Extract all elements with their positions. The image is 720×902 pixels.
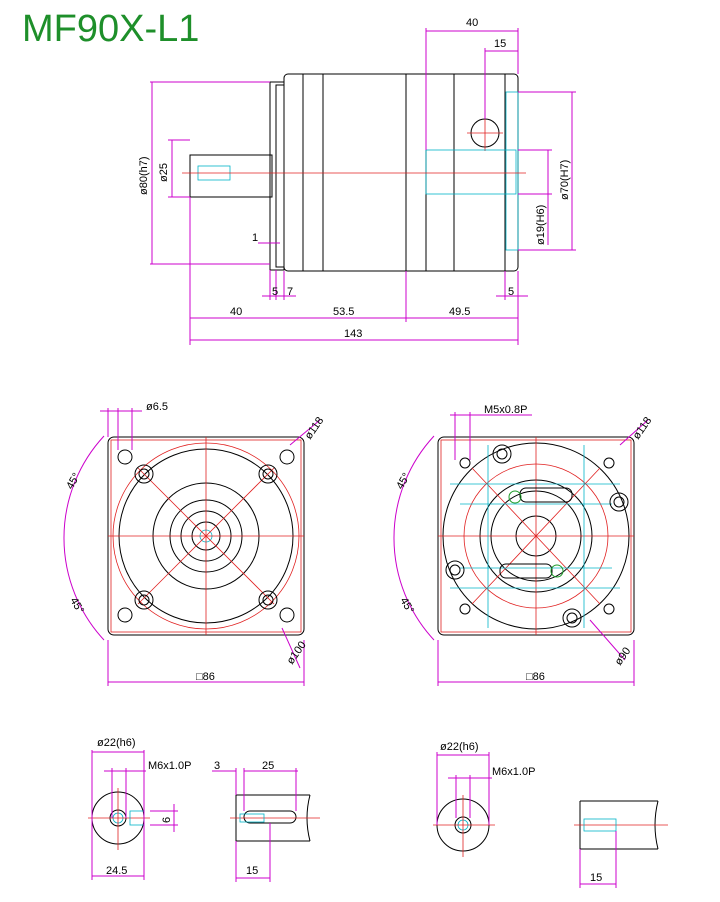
front-view-left: ø6.5 ø118 ø100 □86 45° 45° <box>63 401 327 686</box>
dim-d118-right: ø118 <box>631 415 655 442</box>
dim-86-left: □86 <box>196 671 215 683</box>
dim-d100: ø100 <box>285 639 309 666</box>
dim-m6-right: M6x1.0P <box>492 766 535 778</box>
dim-143: 143 <box>344 328 362 340</box>
dim-m6-left: M6x1.0P <box>148 760 191 772</box>
angle-45-a-left: 45° <box>64 471 83 491</box>
dim-40: 40 <box>230 306 242 318</box>
drawing-title: MF90X-L1 <box>22 8 200 50</box>
dim-d22-left: ø22(h6) <box>97 737 136 749</box>
dim-d19: ø19(H6) <box>535 205 547 245</box>
angle-45-b-left: 45° <box>67 596 86 616</box>
dim-25: 25 <box>262 760 274 772</box>
dim-49.5: 49.5 <box>449 306 470 318</box>
dim-15-right: 15 <box>590 872 602 884</box>
front-view-right: M5x0.8P ø118 ø90 □86 45° 45° <box>393 404 655 686</box>
dim-m5: M5x0.8P <box>484 404 527 416</box>
dim-86-right: □86 <box>526 671 545 683</box>
side-view: 40 15 ø80(h7) ø25 ø70(H7) ø19(H6) 1 5 7 … <box>138 17 576 345</box>
angle-45-b-right: 45° <box>397 596 416 616</box>
dim-15-top: 15 <box>494 38 506 50</box>
dim-d22-right: ø22(h6) <box>440 741 479 753</box>
dim-6: 6 <box>161 817 173 823</box>
dim-15-left: 15 <box>246 865 258 877</box>
dim-5-right: 5 <box>508 286 514 298</box>
dim-d70: ø70(H7) <box>559 160 571 200</box>
dim-53.5: 53.5 <box>333 306 354 318</box>
dim-5-left: 5 <box>272 286 278 298</box>
dim-3: 3 <box>214 760 220 772</box>
dim-24.5: 24.5 <box>106 865 127 877</box>
dim-d80: ø80(h7) <box>138 156 150 195</box>
dim-d118-left: ø118 <box>303 415 327 442</box>
angle-45-a-right: 45° <box>394 471 413 491</box>
shaft-detail-left: ø22(h6) M6x1.0P 6 24.5 3 25 15 <box>88 737 320 882</box>
dim-1: 1 <box>252 232 258 244</box>
dim-7: 7 <box>287 286 293 298</box>
dim-40-top: 40 <box>466 17 478 29</box>
dim-d6.5: ø6.5 <box>146 401 168 413</box>
shaft-detail-right: ø22(h6) M6x1.0P 15 <box>433 741 668 888</box>
dim-d25: ø25 <box>158 163 170 182</box>
